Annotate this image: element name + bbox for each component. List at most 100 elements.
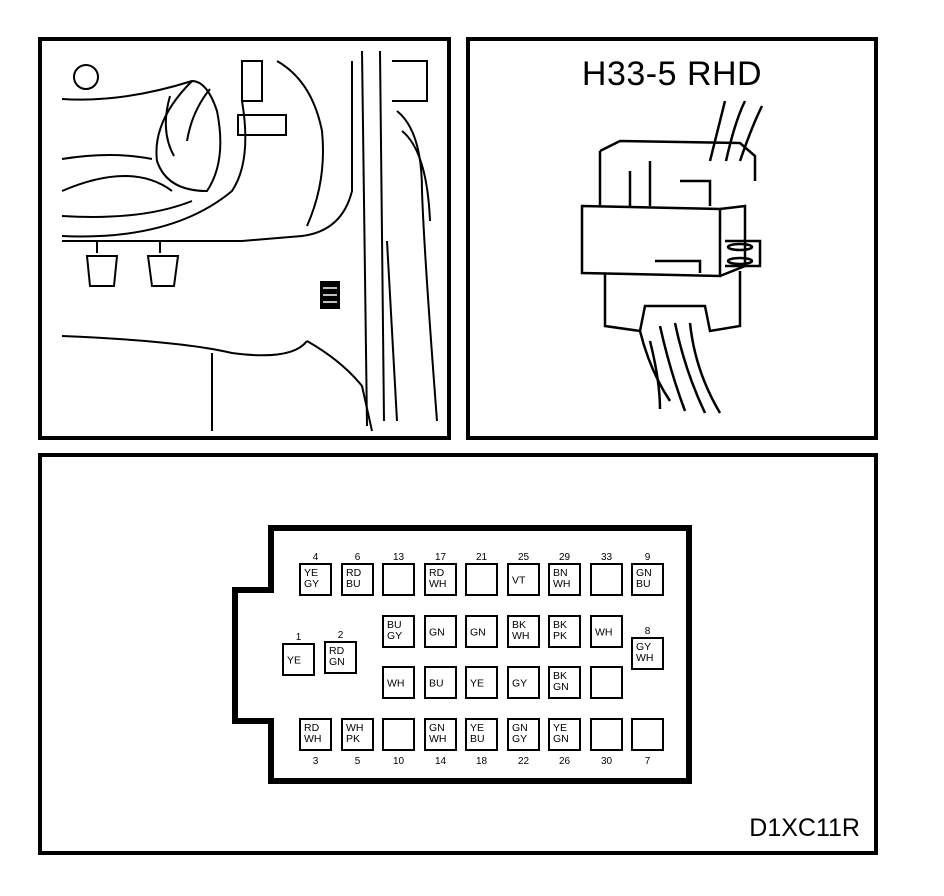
pin-number: 5	[355, 756, 361, 767]
pin-cavity-box	[465, 666, 498, 699]
pin-cavity-box	[465, 718, 498, 751]
pin-cavity-box	[590, 718, 623, 751]
pin-number: 6	[355, 552, 361, 563]
wire-color: WH	[429, 578, 447, 590]
wire-color: VT	[512, 575, 526, 587]
pin-number: 10	[393, 756, 405, 767]
pin-number: 9	[645, 552, 651, 563]
dashboard-location-illustration	[61, 50, 438, 432]
pin-cavity-box	[548, 718, 581, 751]
wire-color: GN	[553, 733, 569, 745]
pin-cavity-box	[507, 615, 540, 648]
pin-cavity-box	[465, 563, 498, 596]
wire-color: WH	[304, 733, 322, 745]
pin-cavity: 30	[590, 718, 623, 767]
pin-cavity-box	[590, 615, 623, 648]
pin-cavity: GN	[465, 615, 498, 648]
connector-title: H33-5 RHD	[581, 55, 763, 93]
pin-cavity: WH	[590, 615, 623, 648]
wire-color: BK	[553, 619, 567, 631]
wire-color: WH	[512, 630, 530, 642]
wire-color: BN	[553, 567, 568, 579]
pin-cavity-box	[507, 563, 540, 596]
wire-color: GN	[470, 627, 486, 639]
pin-cavity-box	[465, 615, 498, 648]
pin-cavity-box	[424, 563, 457, 596]
pin-number: 14	[435, 756, 447, 767]
wire-color: BU	[470, 733, 485, 745]
wire-color: PK	[553, 630, 567, 642]
pin-cavity: 1YE	[282, 632, 315, 676]
diagram-ref: D1XC11R	[749, 814, 860, 842]
pin-cavity-box	[341, 718, 374, 751]
wire-color: WH	[636, 652, 654, 664]
wire-color: GN	[553, 681, 569, 693]
wire-color: YE	[553, 722, 567, 734]
pin-number: 21	[476, 552, 488, 563]
pin-number: 7	[645, 756, 651, 767]
connector-illustration	[580, 100, 764, 414]
wire-color: YE	[470, 722, 484, 734]
pin-cavity-box	[631, 637, 664, 670]
wire-color: BU	[429, 678, 444, 690]
pin-number: 18	[476, 756, 488, 767]
wire-color: GY	[636, 641, 651, 653]
wire-color: YE	[304, 567, 318, 579]
pin-number: 26	[559, 756, 571, 767]
wire-color: BU	[636, 578, 651, 590]
pin-number: 29	[559, 552, 571, 563]
pin-cavity-box	[382, 666, 415, 699]
pin-cavity-box	[424, 666, 457, 699]
wire-color: GY	[512, 678, 527, 690]
wire-color: BK	[553, 670, 567, 682]
pin-cavity-box	[507, 666, 540, 699]
pin-cavity-box	[631, 563, 664, 596]
pin-cavity-box	[382, 615, 415, 648]
pin-cavity: GN	[424, 615, 457, 648]
pin-cavity-box	[341, 563, 374, 596]
pin-cavity-box	[382, 563, 415, 596]
pin-cavity-box	[590, 666, 623, 699]
pin-cavity: 33	[590, 552, 623, 596]
wire-color: YE	[470, 678, 484, 690]
pin-cavity-box	[424, 615, 457, 648]
wire-color: WH	[595, 627, 613, 639]
pin-number: 17	[435, 552, 447, 563]
wire-color: WH	[346, 722, 364, 734]
pin-cavity-box	[299, 563, 332, 596]
pin-cavity: 21	[465, 552, 498, 596]
pin-cavity: 13	[382, 552, 415, 596]
pin-cavity-box	[424, 718, 457, 751]
pin-cavity: GY	[507, 666, 540, 699]
connector-outline	[232, 525, 692, 784]
pin-cavity-box	[631, 718, 664, 751]
connector-panel: H33-5 RHD	[466, 37, 878, 440]
pin-cavity: 7	[631, 718, 664, 767]
pin-cavity: WH	[382, 666, 415, 699]
pin-cavity-box	[507, 718, 540, 751]
pin-number: 1	[296, 632, 302, 643]
pin-number: 3	[313, 756, 319, 767]
pin-number: 25	[518, 552, 530, 563]
wire-color: BU	[387, 619, 402, 631]
wire-color: WH	[553, 578, 571, 590]
pin-cavity-box	[548, 666, 581, 699]
wire-color: GY	[304, 578, 319, 590]
wire-color: GN	[636, 567, 652, 579]
pin-cavity: BU	[424, 666, 457, 699]
pin-number: 13	[393, 552, 405, 563]
pin-number: 8	[645, 626, 651, 637]
